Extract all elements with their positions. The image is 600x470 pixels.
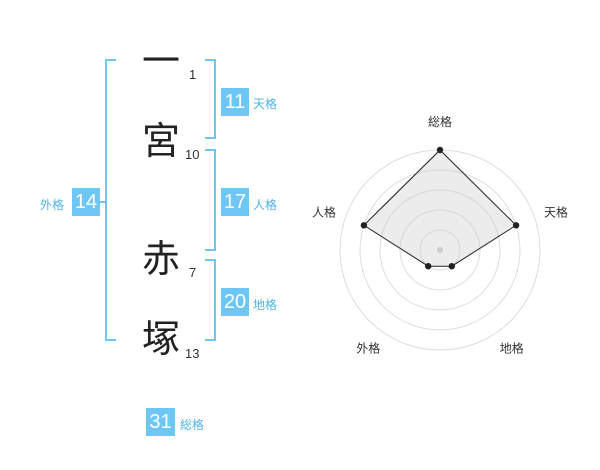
radar-axis-label-2: 地格 [500,341,524,356]
radar-point-4 [360,222,368,229]
tenkaku-label: 天格 [253,97,278,111]
name-char-3: 赤 [141,237,180,281]
gaikaku-label: 外格 [40,198,65,212]
radar-polygon [363,149,517,267]
soukaku-badge: 31 [146,408,175,436]
name-char-4: 塚 [141,317,180,361]
radar-axis-label-0: 総格 [428,114,452,129]
chikaku-badge: 20 [221,288,249,316]
stroke-count-4: 13 [185,346,200,361]
radar-ring-3 [379,189,501,311]
stroke-count-1: 1 [189,67,197,82]
radar-axis-label-3: 外格 [356,341,380,356]
radar-axis-label-1: 天格 [544,204,568,219]
chikaku-label: 地格 [253,298,278,312]
name-char-2: 宮 [141,119,180,163]
stroke-count-3: 7 [189,265,197,280]
jinkaku-label: 人格 [253,198,278,212]
radar-point-3 [425,263,432,270]
radar-ring-4 [359,169,521,331]
radar-axis-label-4: 人格 [312,204,336,219]
chikaku-bracket [205,259,216,341]
jinkaku-bracket [205,149,216,251]
stroke-count-2: 10 [185,147,200,162]
radar-point-0 [436,146,444,154]
soukaku-label: 総格 [180,418,205,432]
gaikaku-bracket [105,59,116,341]
radar-ring-2 [399,209,481,291]
tenkaku-badge: 11 [221,88,249,116]
tenkaku-bracket [205,59,216,139]
gaikaku-badge: 14 [72,188,100,216]
jinkaku-badge: 17 [221,188,249,216]
radar-point-1 [512,222,520,229]
radar-center [437,247,443,253]
radar-point-2 [448,263,455,270]
radar-ring-1 [419,229,461,271]
name-char-1: 一 [141,39,180,83]
